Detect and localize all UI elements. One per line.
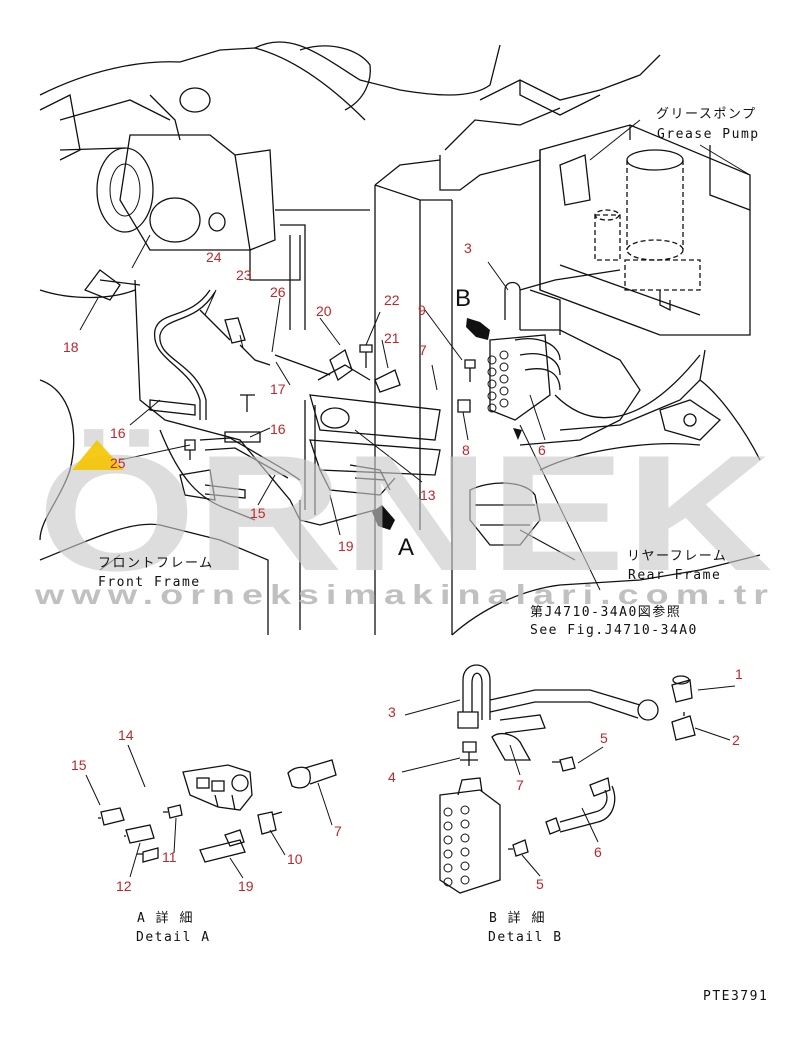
- part-numbers-detail-a: 14 15 11 12 10 19 7: [71, 727, 342, 894]
- part-number: 10: [287, 851, 303, 867]
- part-number: 18: [63, 339, 79, 355]
- detail-b-jp: B 詳 細: [489, 910, 546, 926]
- part-number: 4: [388, 769, 396, 785]
- part-number: 21: [384, 330, 400, 346]
- view-label-a: A: [398, 534, 414, 561]
- part-number: 19: [338, 538, 354, 554]
- part-number: 22: [384, 292, 400, 308]
- watermark-accent-icon: [72, 440, 124, 470]
- front-frame-en: Front Frame: [98, 575, 201, 590]
- detail-a-jp: A 詳 細: [137, 910, 194, 926]
- part-number: 11: [162, 849, 177, 865]
- rear-frame-en: Rear Frame: [628, 568, 721, 583]
- grease-pump-en: Grease Pump: [657, 127, 760, 142]
- part-number: 15: [71, 757, 87, 773]
- part-number: 17: [270, 381, 286, 397]
- rear-frame-jp: リヤーフレーム: [627, 549, 727, 564]
- captions: グリースポンプ Grease Pump フロントフレーム Front Frame…: [98, 107, 768, 1004]
- part-number: 6: [538, 442, 546, 458]
- view-label-b: B: [455, 285, 471, 312]
- watermark-brand: ÖRNEK: [38, 421, 773, 605]
- detail-b-drawing: [401, 664, 736, 894]
- part-number: 25: [110, 455, 126, 471]
- part-number: 16: [110, 425, 126, 441]
- part-number: 19: [238, 878, 254, 894]
- part-number: 16: [270, 421, 286, 437]
- part-number: 8: [462, 442, 470, 458]
- watermark: ÖRNEK www.orneksimakinalari.com.tr: [34, 421, 775, 610]
- part-number: 9: [418, 302, 426, 318]
- part-number: 6: [594, 844, 602, 860]
- grease-pump-jp: グリースポンプ: [656, 107, 756, 122]
- part-number: 7: [334, 823, 342, 839]
- part-number: 26: [270, 284, 286, 300]
- part-number: 23: [236, 267, 252, 283]
- part-number: 5: [600, 730, 608, 746]
- see-fig-jp: 第J4710-34A0図参照: [530, 604, 681, 620]
- part-number: 13: [420, 487, 436, 503]
- arrow-icon-a: [372, 505, 395, 530]
- part-number: 3: [464, 240, 472, 256]
- detail-a-en: Detail A: [136, 930, 211, 945]
- main-assembly-drawing: [39, 41, 761, 636]
- part-numbers-main: 24 23 26 20 22 21 9 7 3 18 17 16 16 25 1…: [63, 240, 546, 554]
- part-number: 1: [735, 666, 743, 682]
- arrow-tip-icon: [513, 428, 522, 440]
- part-number: 7: [516, 777, 524, 793]
- arrow-icon-b: [466, 318, 490, 340]
- part-number: 15: [250, 505, 266, 521]
- watermark-url: www.orneksimakinalari.com.tr: [34, 579, 775, 610]
- see-fig-en: See Fig.J4710-34A0: [530, 623, 698, 638]
- part-number: 20: [316, 303, 332, 319]
- part-number: 12: [116, 878, 132, 894]
- detail-b-en: Detail B: [488, 930, 563, 945]
- front-frame-jp: フロントフレーム: [98, 556, 214, 571]
- part-number: 14: [118, 727, 134, 743]
- part-numbers-detail-b: 1 2 3 4 7 5 6 5: [388, 666, 743, 892]
- part-number: 3: [388, 704, 396, 720]
- drawing-number: PTE3791: [703, 989, 768, 1004]
- part-number: 5: [536, 876, 544, 892]
- part-number: 24: [206, 249, 222, 265]
- detail-a-drawing: [85, 744, 337, 879]
- part-number: 7: [419, 342, 427, 358]
- part-number: 2: [732, 732, 740, 748]
